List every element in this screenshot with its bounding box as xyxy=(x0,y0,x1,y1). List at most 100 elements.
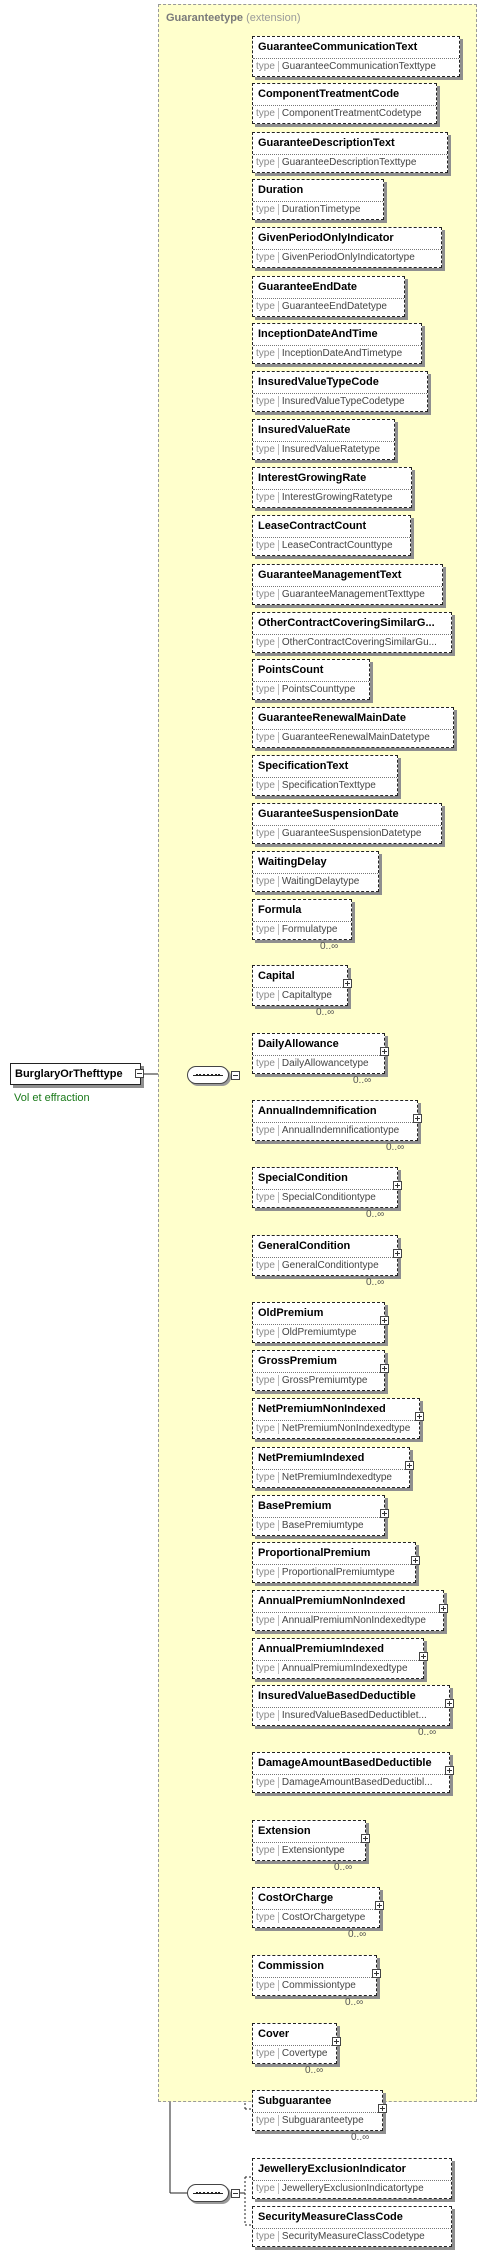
element-name: Cover xyxy=(258,2028,290,2040)
expand-icon[interactable] xyxy=(419,1652,428,1661)
element-name: GeneralCondition xyxy=(258,1240,351,1252)
extension-sequence-collapse-icon[interactable] xyxy=(231,2189,240,2198)
expand-icon[interactable] xyxy=(380,1509,389,1518)
element-type: DailyAllowancetype xyxy=(281,1058,369,1069)
element-name: OldPremium xyxy=(258,1307,324,1319)
expand-icon[interactable] xyxy=(393,1249,402,1258)
element-name: GuaranteeSuspensionDate xyxy=(258,808,399,820)
extension-sequence-icon xyxy=(187,2184,229,2202)
expand-icon[interactable] xyxy=(411,1556,420,1565)
root-element[interactable]: BurglaryOrThefttype xyxy=(10,1063,141,1085)
element-type: CostOrChargetype xyxy=(281,1912,366,1923)
expand-icon[interactable] xyxy=(361,1834,370,1843)
element-type: InterestGrowingRatetype xyxy=(281,492,393,503)
expand-icon[interactable] xyxy=(405,1461,414,1470)
element-type: AnnualPremiumNonIndexedtype xyxy=(281,1615,426,1626)
root-collapse-icon[interactable] xyxy=(135,1069,144,1078)
occurrence-label: 0..∞ xyxy=(320,941,339,952)
element-type: GuaranteeDescriptionTexttype xyxy=(281,157,417,168)
type-keyword: type xyxy=(256,780,275,791)
element-name: Extension xyxy=(258,1825,311,1837)
expand-icon[interactable] xyxy=(380,1047,389,1056)
expand-icon[interactable] xyxy=(375,1901,384,1910)
element-type: BasePremiumtype xyxy=(281,1520,364,1531)
occurrence-label: 0..∞ xyxy=(418,1727,437,1738)
expand-icon[interactable] xyxy=(413,1114,422,1123)
element-name: Duration xyxy=(258,184,304,196)
group-sequence-collapse-icon[interactable] xyxy=(231,1071,240,1080)
expand-icon[interactable] xyxy=(378,2104,387,2113)
element-type: SpecificationTexttype xyxy=(281,780,376,791)
type-keyword: type xyxy=(256,1192,275,1203)
expand-icon[interactable] xyxy=(445,1699,454,1708)
element-type: JewelleryExclusionIndicatortype xyxy=(281,2183,424,2194)
element-type-row: type SpecificationTexttype xyxy=(253,777,397,795)
element-type: AnnualIndemnificationtype xyxy=(281,1125,400,1136)
type-keyword: type xyxy=(256,1058,275,1069)
expand-icon[interactable] xyxy=(415,1412,424,1421)
element-type: GuaranteeCommunicationTexttype xyxy=(281,61,436,72)
type-keyword: type xyxy=(256,732,275,743)
type-keyword: type xyxy=(256,637,275,648)
expand-icon[interactable] xyxy=(343,979,352,988)
expand-icon[interactable] xyxy=(393,1181,402,1190)
expand-icon[interactable] xyxy=(445,1766,454,1775)
element-name: GuaranteeCommunicationText xyxy=(258,41,418,53)
element-name: SpecialCondition xyxy=(258,1172,348,1184)
expand-icon[interactable] xyxy=(380,1364,389,1373)
expand-icon[interactable] xyxy=(332,2037,341,2046)
expand-icon[interactable] xyxy=(439,1604,448,1613)
type-keyword: type xyxy=(256,2183,275,2194)
expand-icon[interactable] xyxy=(372,1969,381,1978)
expand-icon[interactable] xyxy=(380,1316,389,1325)
element-name: AnnualIndemnification xyxy=(258,1105,377,1117)
